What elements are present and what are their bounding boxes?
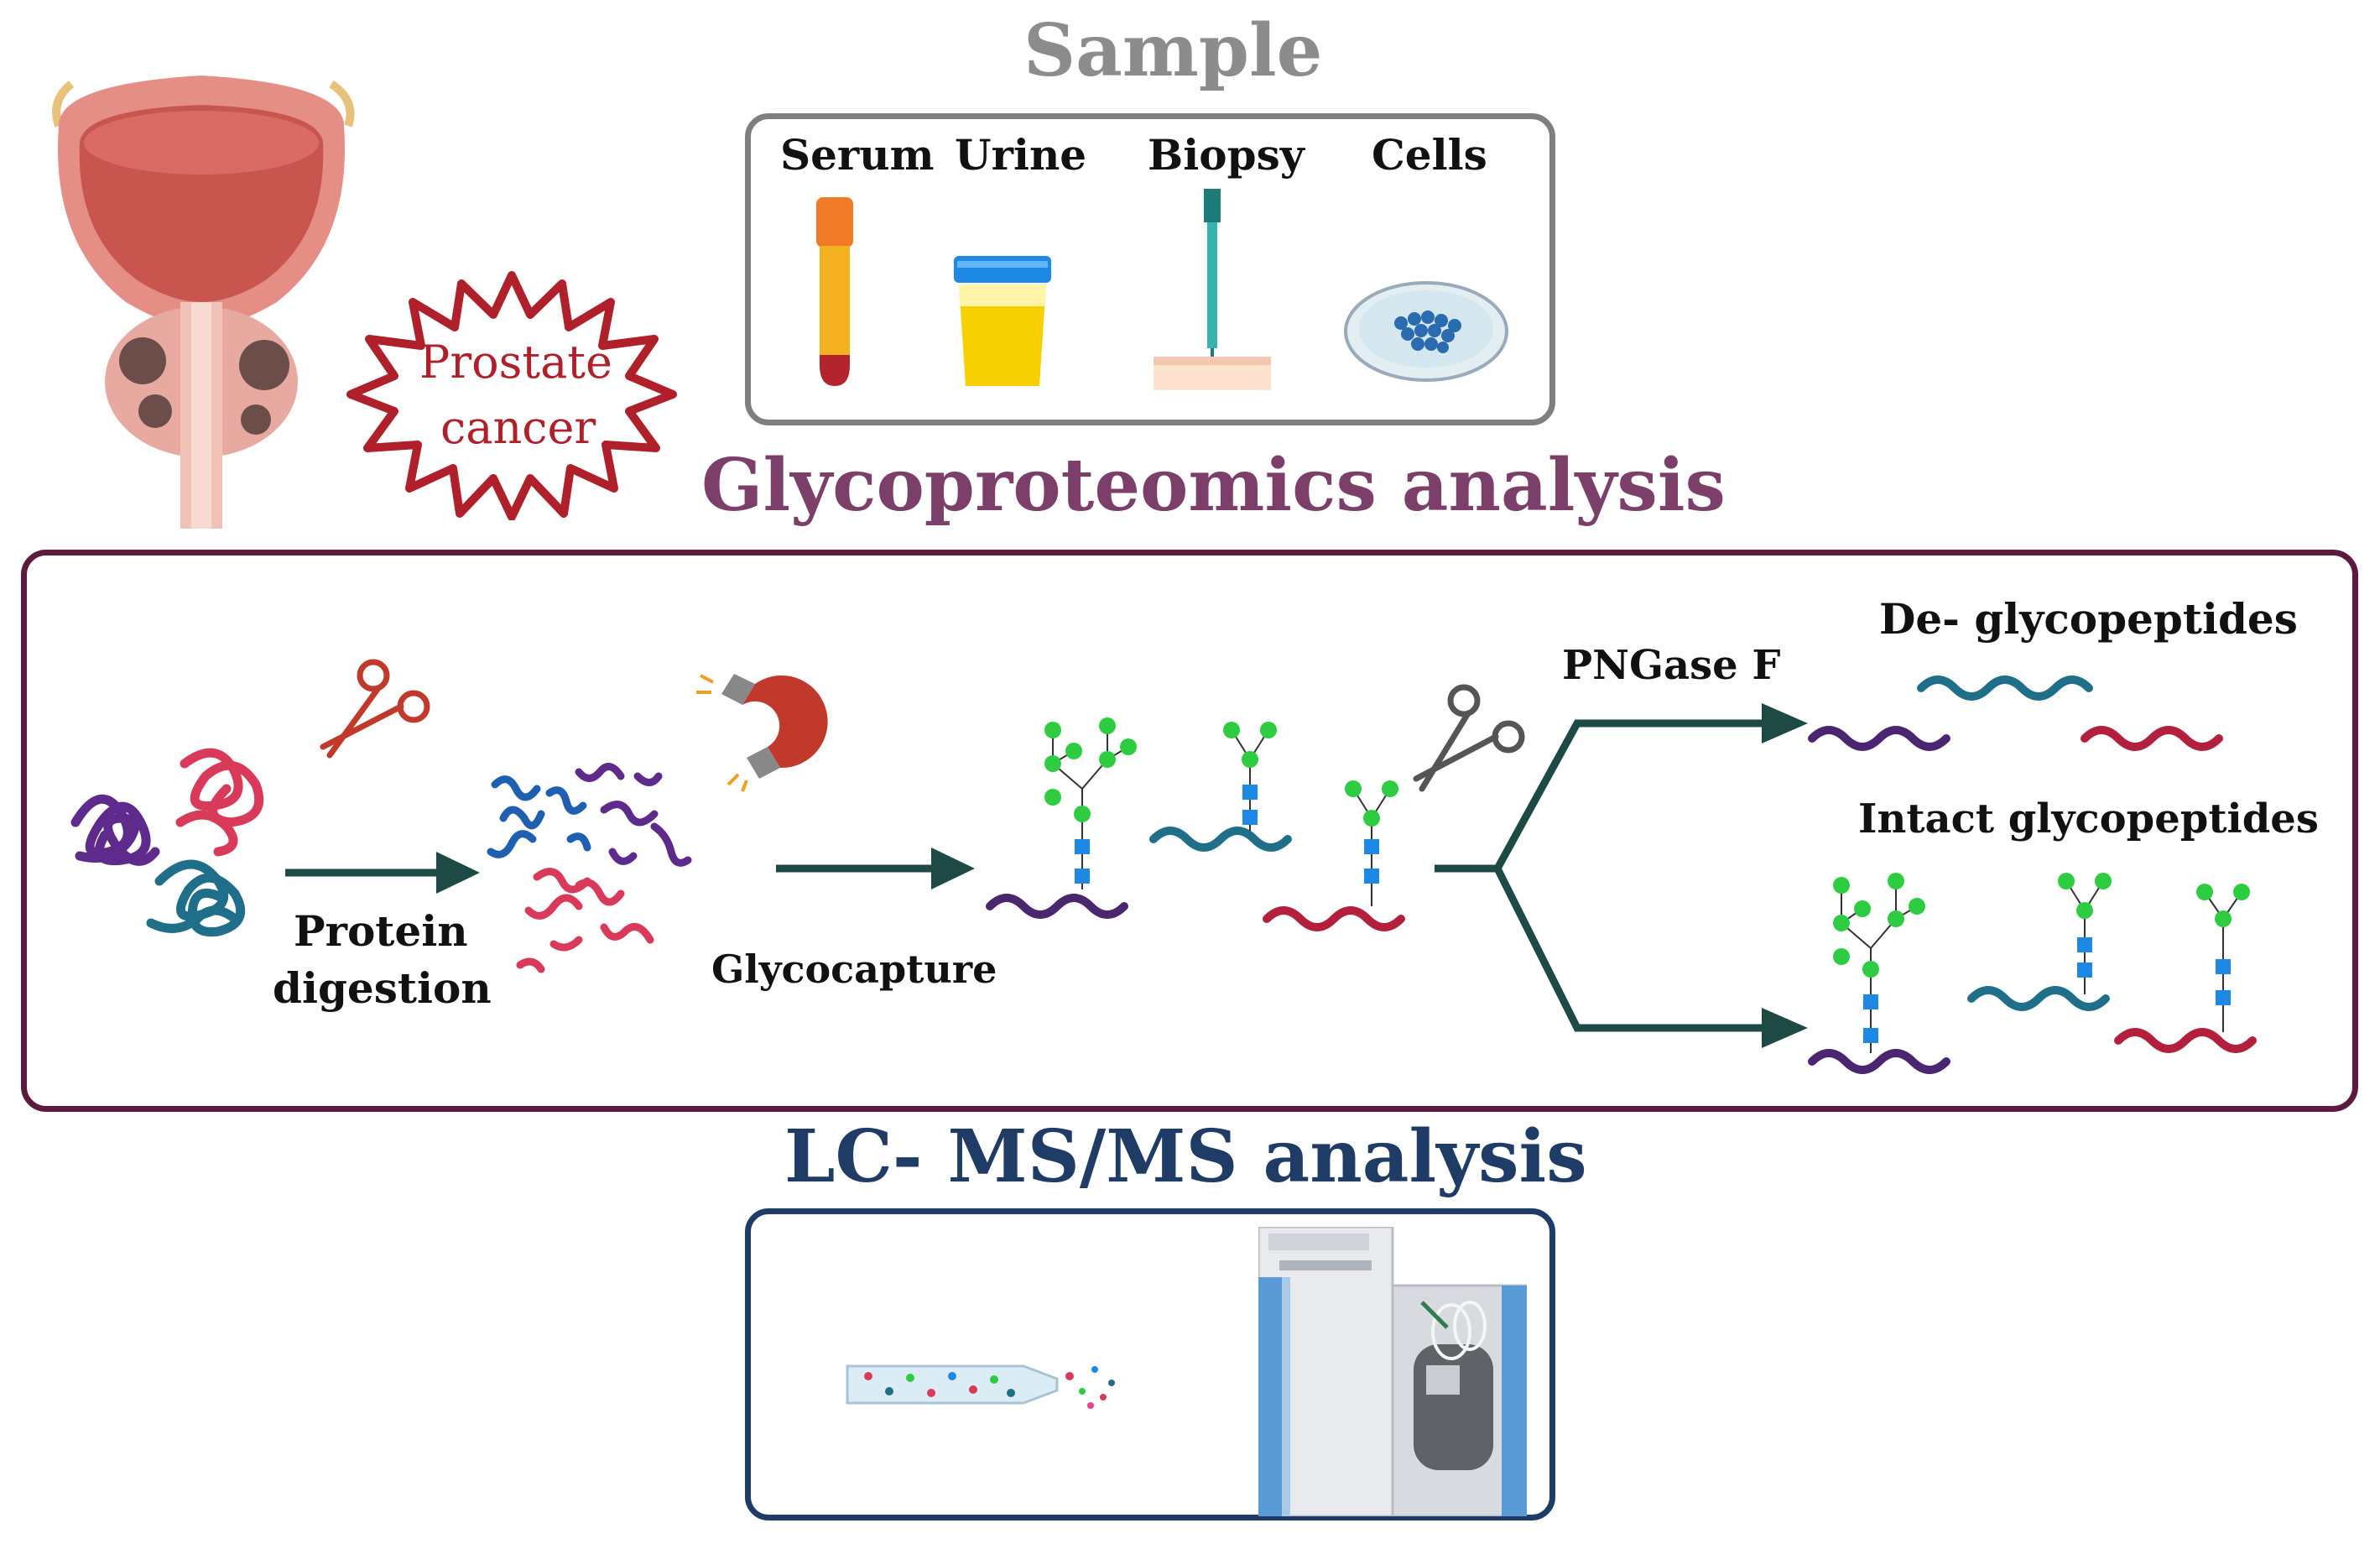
enzyme-label: PNGase F bbox=[1562, 642, 1781, 689]
sample-label-urine: Urine bbox=[955, 130, 1087, 180]
magnet-icon bbox=[696, 674, 828, 792]
lcms-title: LC- MS/MS analysis bbox=[784, 1114, 1587, 1199]
prostate-bladder-icon bbox=[52, 76, 355, 529]
sample-label-serum: Serum bbox=[780, 130, 935, 180]
step-glycocapture: Glycocapture bbox=[711, 947, 997, 992]
blood-tube-icon bbox=[816, 197, 853, 386]
glyco-box bbox=[21, 550, 2358, 1112]
sample-label-biopsy: Biopsy bbox=[1148, 130, 1305, 180]
sample-box bbox=[745, 113, 1555, 425]
sample-label-cells: Cells bbox=[1372, 130, 1487, 180]
deglyco-label: De- glycopeptides bbox=[1879, 594, 2298, 644]
arrow-glycocapture bbox=[776, 848, 975, 889]
cancer-burst-icon bbox=[346, 271, 677, 520]
mass-spectrometer-icon bbox=[1258, 1227, 1527, 1516]
cancer-badge-line2: cancer bbox=[440, 401, 596, 454]
branch-arrows bbox=[1435, 703, 1808, 1048]
biopsy-needle-icon bbox=[1154, 189, 1271, 390]
petri-dish-icon bbox=[1344, 281, 1508, 382]
captured-glycopeptides-icon bbox=[986, 717, 1405, 931]
arrow-digestion bbox=[285, 852, 480, 894]
intact-label: Intact glycopeptides bbox=[1858, 795, 2319, 842]
lc-column-icon bbox=[846, 1364, 1115, 1409]
scissors-icon bbox=[320, 659, 430, 759]
glyco-title: Glycoproteomics analysis bbox=[701, 443, 1726, 528]
protein-tangle-icon bbox=[70, 748, 264, 937]
intact-glycopeptides-icon bbox=[1808, 873, 2257, 1074]
deglycopeptides-icon bbox=[1808, 676, 2223, 751]
scissors-icon-2 bbox=[1413, 684, 1525, 792]
cancer-badge-line1: Prostate bbox=[419, 336, 612, 389]
step-digestion-line1: Protein bbox=[294, 906, 468, 956]
step-digestion-line2: digestion bbox=[273, 963, 492, 1013]
sample-title: Sample bbox=[1023, 8, 1323, 93]
urine-cup-icon bbox=[954, 256, 1051, 386]
digested-peptides-icon bbox=[487, 763, 692, 973]
